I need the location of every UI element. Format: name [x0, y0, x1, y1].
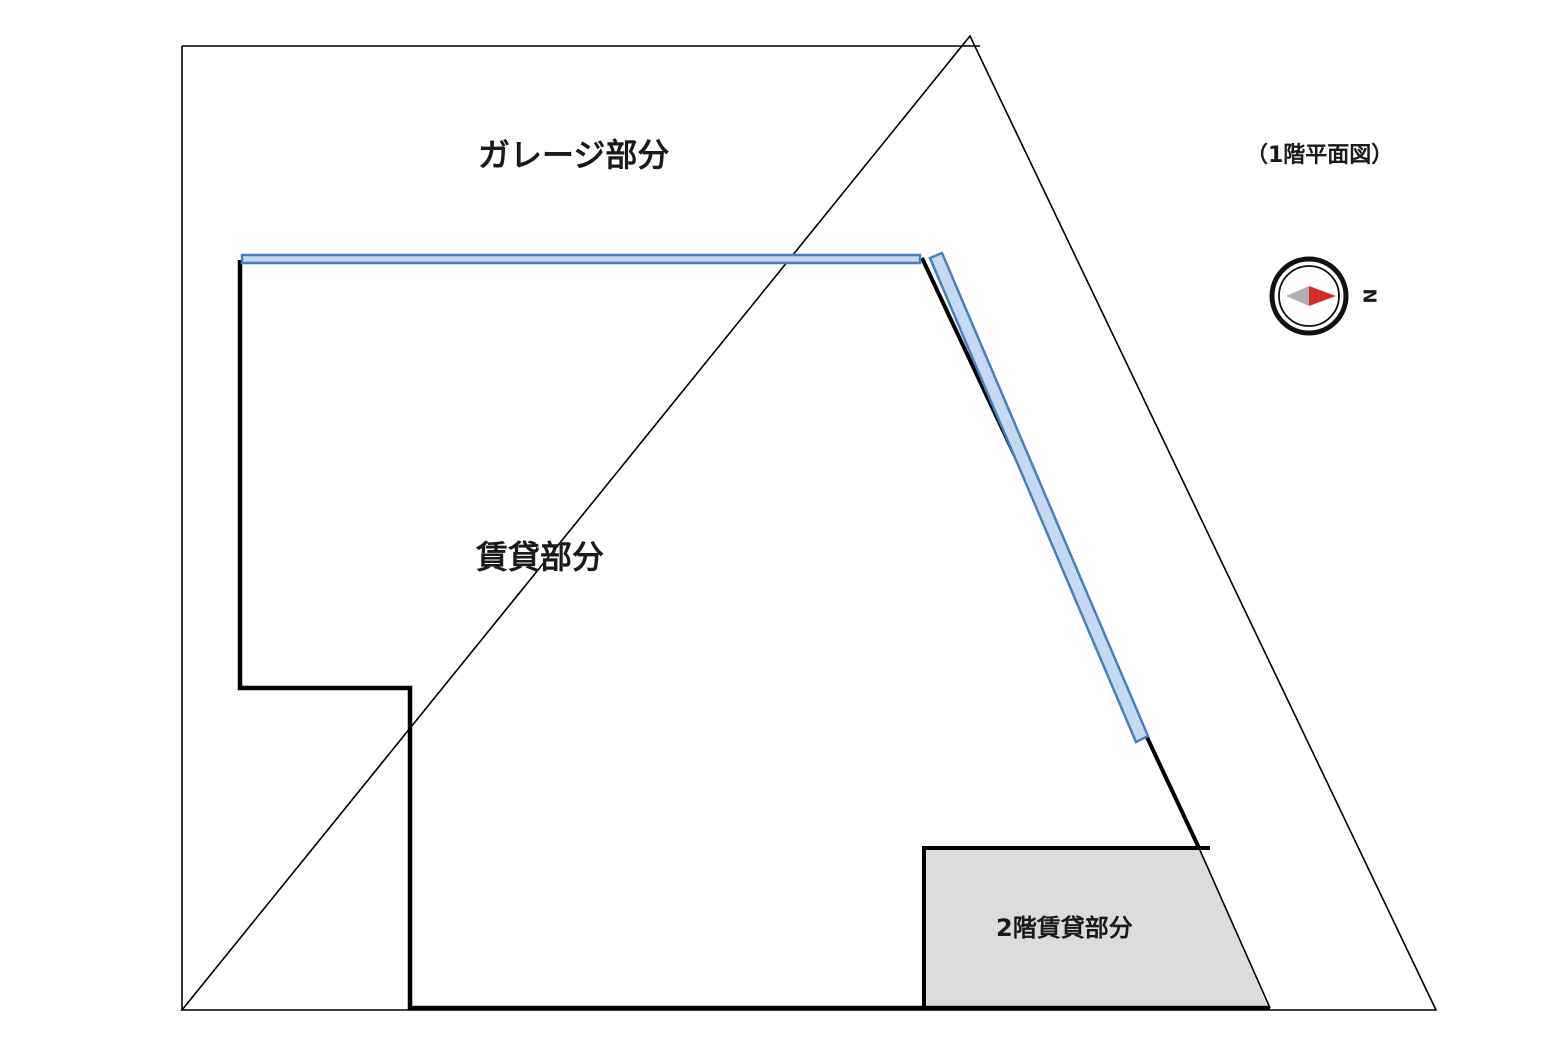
- second-floor-diagonal-edge: [1198, 847, 1271, 1009]
- site-boundary: [180, 34, 1438, 1011]
- view-title-label: （1階平面図）: [1246, 143, 1393, 168]
- compass-icon: N: [1269, 256, 1380, 336]
- compass-needle-north: [1309, 286, 1336, 306]
- highlighted-wall-top: [240, 253, 922, 265]
- garage-label: ガレージ部分: [478, 136, 669, 174]
- highlighted-wall-diagonal: [928, 251, 1150, 744]
- rental-label: 賃貸部分: [475, 538, 604, 576]
- second-floor-rental-area: [924, 848, 1268, 1008]
- compass-needle-tail: [1286, 286, 1309, 306]
- rental-building-outline: [237, 260, 1270, 1011]
- second-floor-rental-outline: [922, 846, 1210, 1008]
- compass-north-label: N: [1359, 288, 1380, 303]
- second-floor-rental-label: 2階賃貸部分: [996, 914, 1133, 942]
